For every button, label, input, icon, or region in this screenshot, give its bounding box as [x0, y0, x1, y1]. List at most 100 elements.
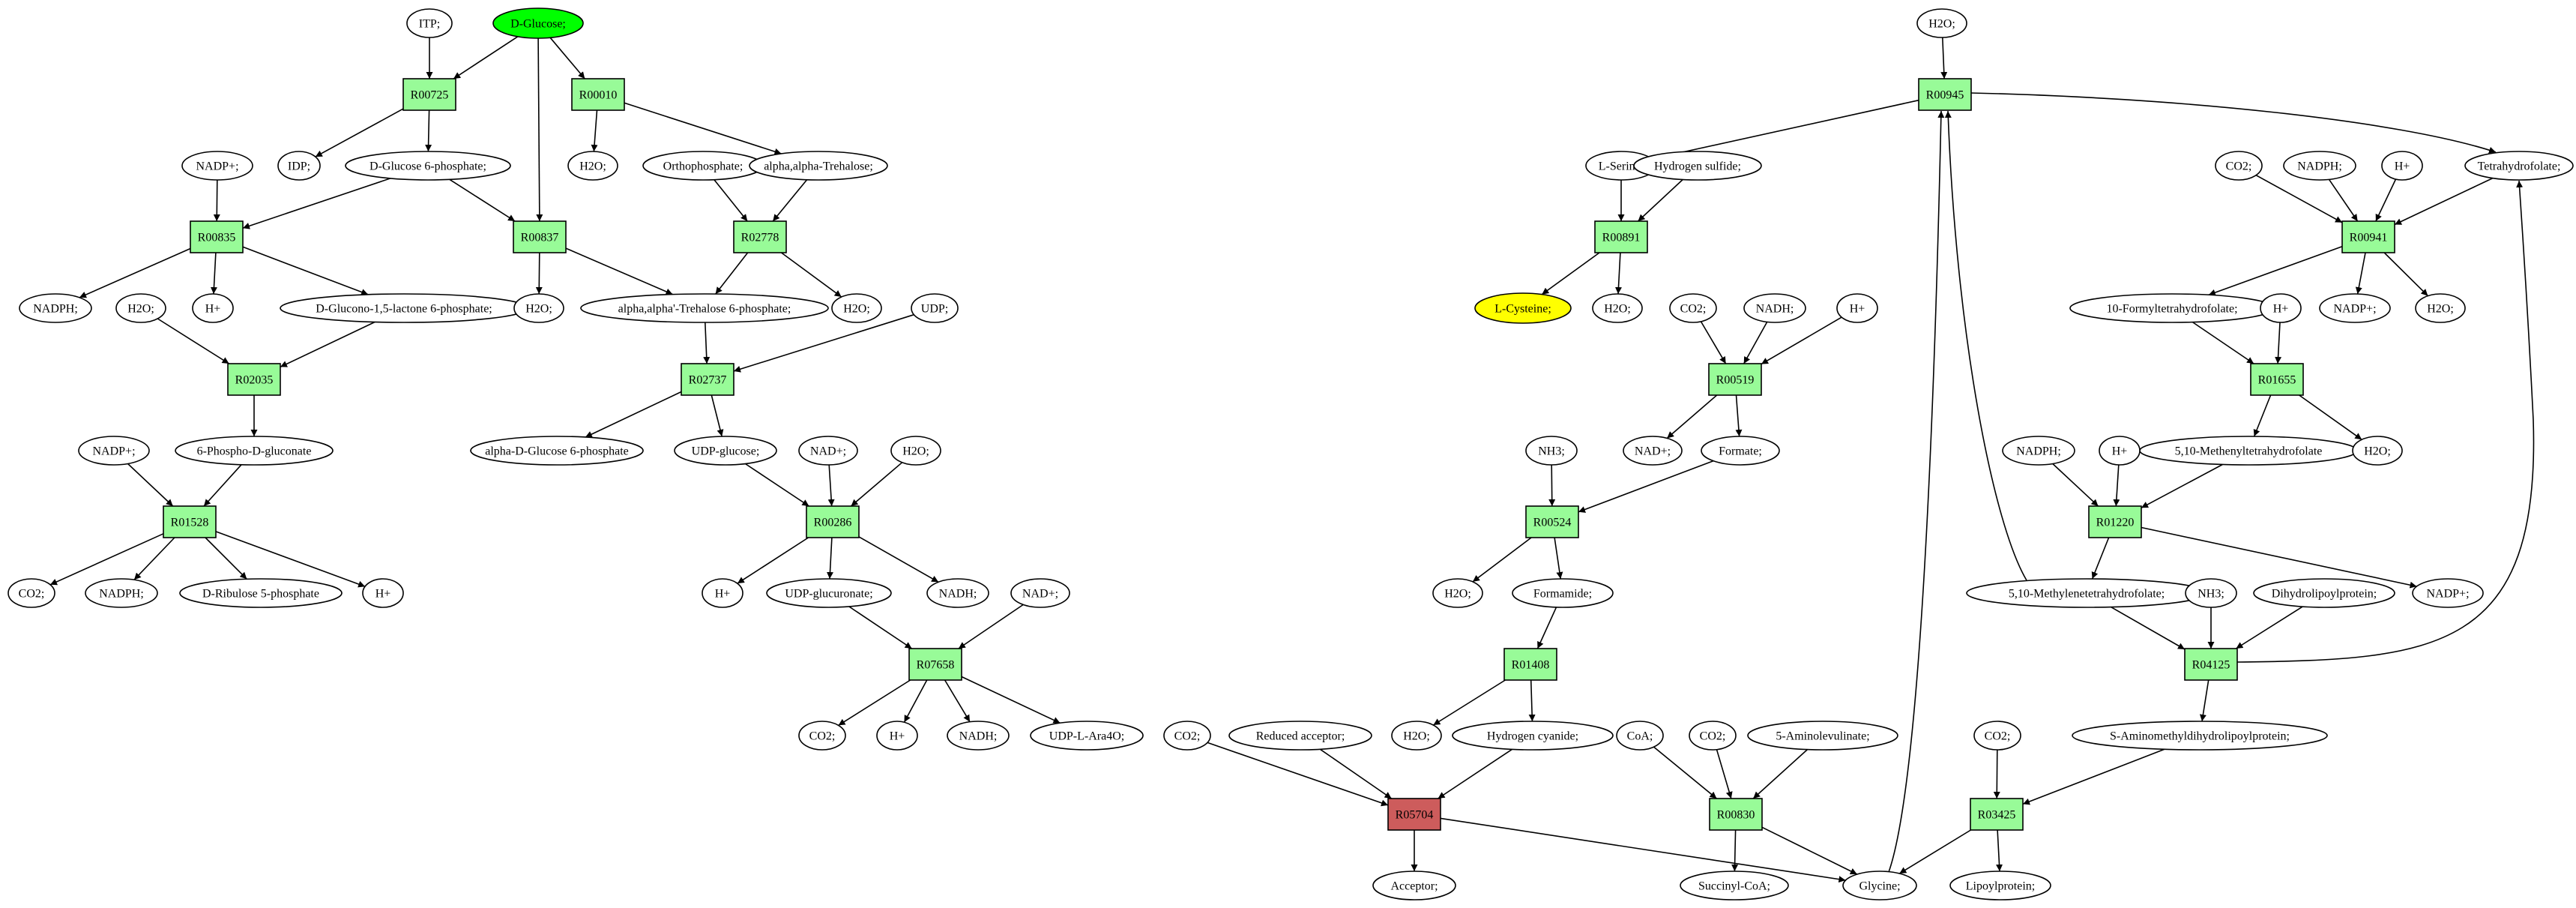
compound-node-hplus_g[interactable]: H+ [2260, 293, 2302, 323]
compound-node-nad_b[interactable]: NAD+; [1010, 578, 1070, 608]
compound-node-hplus_c[interactable]: H+ [702, 578, 743, 608]
compound-node-formate[interactable]: Formate; [1701, 436, 1780, 466]
reaction-node-r830[interactable]: R00830 [1709, 798, 1763, 831]
reaction-node-r286[interactable]: R00286 [806, 505, 860, 538]
compound-node-udp[interactable]: UDP; [911, 293, 959, 323]
compound-node-redacc[interactable]: Reduced acceptor; [1228, 721, 1372, 751]
compound-node-trehal[interactable]: alpha,alpha-Trehalose; [749, 151, 888, 181]
compound-node-methenylthf[interactable]: 5,10-Methenyltetrahydrofolate [2139, 436, 2358, 466]
compound-node-acceptor[interactable]: Acceptor; [1372, 871, 1456, 901]
reaction-node-r524[interactable]: R00524 [1525, 505, 1579, 538]
compound-node-ribulose[interactable]: D-Ribulose 5-phosphate [179, 578, 343, 608]
compound-node-h2o_top[interactable]: H2O; [1916, 8, 1967, 38]
reaction-node-r5704[interactable]: R05704 [1387, 798, 1441, 831]
reaction-node-r1655[interactable]: R01655 [2250, 363, 2304, 396]
compound-node-coa[interactable]: CoA; [1616, 721, 1664, 751]
compound-node-co2_g[interactable]: CO2; [1973, 721, 2021, 751]
compound-node-g6p[interactable]: D-Glucose 6-phosphate; [345, 151, 511, 181]
compound-node-formamide[interactable]: Formamide; [1512, 578, 1614, 608]
compound-node-co2_f[interactable]: CO2; [2215, 151, 2263, 181]
compound-ellipse [406, 8, 453, 38]
compound-node-h2o_b[interactable]: H2O; [115, 293, 166, 323]
compound-node-itp[interactable]: ITP; [406, 8, 453, 38]
compound-node-co2_c[interactable]: CO2; [1669, 293, 1717, 323]
compound-node-h2o_d[interactable]: H2O; [831, 293, 882, 323]
compound-node-dglc[interactable]: D-Glucose; [492, 7, 584, 39]
compound-node-h2o_e[interactable]: H2O; [890, 436, 941, 466]
compound-node-udpara[interactable]: UDP-L-Ara4O; [1030, 721, 1144, 751]
compound-node-udpglcur[interactable]: UDP-glucuronate; [766, 578, 892, 608]
compound-node-idp[interactable]: IDP; [277, 151, 321, 181]
reaction-node-r837[interactable]: R00837 [513, 220, 567, 253]
compound-node-nadph_d[interactable]: NADPH; [2002, 436, 2075, 466]
compound-node-hplus_f[interactable]: H+ [2381, 151, 2423, 181]
compound-node-nadp_d[interactable]: NADP+; [2412, 578, 2484, 608]
reaction-node-r1408[interactable]: R01408 [1503, 648, 1557, 681]
reaction-node-r891[interactable]: R00891 [1594, 220, 1648, 253]
reaction-node-r3425[interactable]: R03425 [1970, 798, 2024, 831]
reaction-node-r2035[interactable]: R02035 [227, 363, 281, 396]
compound-node-hcn[interactable]: Hydrogen cyanide; [1452, 721, 1614, 751]
compound-node-nadp_c[interactable]: NADP+; [2319, 293, 2391, 323]
compound-node-h2o_h[interactable]: H2O; [1391, 721, 1442, 751]
compound-node-methylenethf[interactable]: 5,10-Methylenetetrahydrofolate; [1966, 578, 2207, 608]
compound-node-t6p[interactable]: alpha,alpha'-Trehalose 6-phosphate; [580, 293, 829, 323]
compound-node-h2o_c[interactable]: H2O; [513, 293, 564, 323]
reaction-node-r7658[interactable]: R07658 [908, 648, 962, 681]
compound-node-lipoyl[interactable]: Lipoylprotein; [1949, 871, 2051, 901]
compound-node-serine[interactable]: L-Serine; [1585, 151, 1657, 181]
compound-node-h2o_j[interactable]: H2O; [2352, 436, 2403, 466]
compound-node-adg6p[interactable]: alpha-D-Glucose 6-phosphate [470, 436, 644, 466]
compound-node-udpglc[interactable]: UDP-glucose; [674, 436, 777, 466]
compound-node-nh3_b[interactable]: NH3; [2185, 578, 2237, 608]
compound-node-nadph_b[interactable]: NADPH; [85, 578, 158, 608]
compound-node-hplus_b[interactable]: H+ [362, 578, 404, 608]
reaction-node-r835[interactable]: R00835 [190, 220, 244, 253]
compound-node-nad_c[interactable]: NAD+; [1623, 436, 1683, 466]
compound-ellipse [2002, 436, 2075, 466]
compound-node-nadp_b[interactable]: NADP+; [78, 436, 150, 466]
reaction-node-r1528[interactable]: R01528 [163, 505, 217, 538]
reaction-node-r1220[interactable]: R01220 [2088, 505, 2142, 538]
reaction-node-r941[interactable]: R00941 [2341, 220, 2395, 253]
reaction-node-r945[interactable]: R00945 [1918, 78, 1972, 111]
compound-node-co2_b[interactable]: CO2; [798, 721, 846, 751]
compound-node-gluconolac[interactable]: D-Glucono-1,5-lactone 6-phosphate; [280, 293, 528, 323]
compound-node-co2_a[interactable]: CO2; [7, 578, 55, 608]
compound-node-h2o_i[interactable]: H2O; [2415, 293, 2466, 323]
reaction-node-r2778[interactable]: R02778 [733, 220, 787, 253]
compound-node-phosphogluc[interactable]: 6-Phospho-D-gluconate [175, 436, 334, 466]
compound-node-orthop[interactable]: Orthophosphate; [642, 151, 764, 181]
compound-node-nad_a[interactable]: NAD+; [798, 436, 858, 466]
reaction-node-r725[interactable]: R00725 [402, 78, 456, 111]
reaction-node-r2737[interactable]: R02737 [681, 363, 735, 396]
compound-node-cysteine[interactable]: L-Cysteine; [1474, 292, 1572, 324]
compound-node-h2o_g[interactable]: H2O; [1432, 578, 1483, 608]
compound-node-samdlp[interactable]: S-Aminomethyldihydrolipoylprotein; [2072, 721, 2328, 751]
compound-node-h2o_a[interactable]: H2O; [567, 151, 618, 181]
compound-node-h2o_f[interactable]: H2O; [1592, 293, 1643, 323]
compound-node-co2_e[interactable]: CO2; [1689, 721, 1737, 751]
compound-node-nadh_c[interactable]: NADH; [1743, 293, 1806, 323]
compound-node-nadp_a[interactable]: NADP+; [181, 151, 253, 181]
reaction-node-r10[interactable]: R00010 [571, 78, 625, 111]
compound-node-hplus_h[interactable]: H+ [2099, 436, 2141, 466]
compound-node-ala[interactable]: 5-Aminolevulinate; [1747, 721, 1898, 751]
compound-node-dhlp[interactable]: Dihydrolipoylprotein; [2253, 578, 2395, 608]
compound-node-hplus_e[interactable]: H+ [1836, 293, 1878, 323]
compound-node-hsulf[interactable]: Hydrogen sulfide; [1633, 151, 1762, 181]
compound-node-hplus_d[interactable]: H+ [876, 721, 918, 751]
compound-node-nadh_b[interactable]: NADH; [947, 721, 1010, 751]
compound-node-nh3_a[interactable]: NH3; [1525, 436, 1578, 466]
compound-node-nadh_a[interactable]: NADH; [926, 578, 989, 608]
compound-node-glycine[interactable]: Glycine; [1842, 871, 1917, 901]
compound-node-hplus_a[interactable]: H+ [192, 293, 234, 323]
compound-node-nadph_a[interactable]: NADPH; [19, 293, 92, 323]
compound-node-co2_d[interactable]: CO2; [1163, 721, 1211, 751]
compound-node-thf[interactable]: Tetrahydrofolate; [2464, 151, 2574, 181]
compound-node-succoa[interactable]: Succinyl-CoA; [1680, 871, 1789, 901]
reaction-node-r519[interactable]: R00519 [1708, 363, 1762, 396]
reaction-node-r4125[interactable]: R04125 [2184, 648, 2238, 681]
compound-node-nadph_c[interactable]: NADPH; [2283, 151, 2356, 181]
compound-node-formylthf[interactable]: 10-Formyltetrahydrofolate; [2069, 293, 2275, 323]
